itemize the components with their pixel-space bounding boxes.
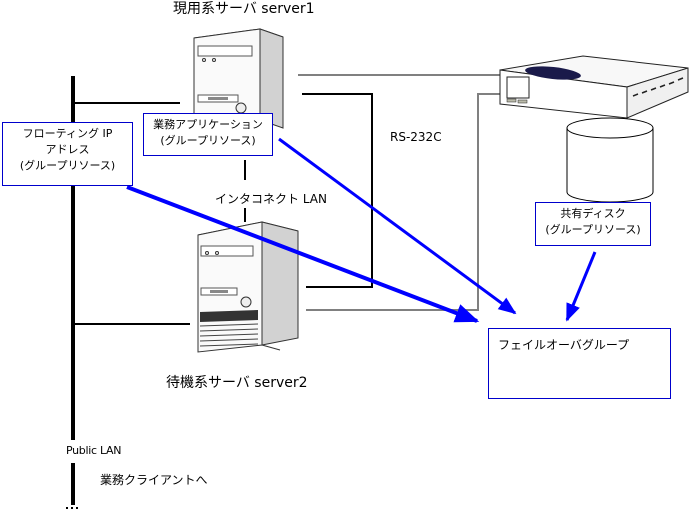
server2-label: 待機系サーバ server2: [166, 375, 308, 391]
application-line2: (グループリソース): [160, 134, 256, 147]
server2-icon: [197, 221, 299, 353]
public-lan-label: Public LAN: [66, 444, 122, 457]
floating-ip-line2: アドレス: [45, 143, 90, 156]
to-clients-label: 業務クライアントへ: [100, 473, 208, 487]
server1-label: 現用系サーバ server1: [173, 1, 315, 17]
application-line1: 業務アプリケーション: [153, 118, 263, 131]
floating-ip-line1: フローティング IP: [22, 127, 113, 140]
failover-group-label: フェイルオーバグループ: [498, 338, 630, 352]
floating-ip-resource-box[interactable]: フローティング IP アドレス (グループリソース): [2, 122, 133, 186]
storage-line-server2: [306, 93, 500, 311]
application-resource-box[interactable]: 業務アプリケーション (グループリソース): [143, 113, 273, 156]
rs232c-line: [302, 93, 373, 288]
shared-disk-line2: (グループリソース): [545, 223, 641, 236]
interconnect-lan-label: インタコネクト LAN: [215, 192, 327, 206]
failover-group-box[interactable]: フェイルオーバグループ: [488, 328, 671, 399]
server1-icon: [193, 28, 284, 131]
shared-disk-icon: [566, 117, 654, 203]
arrow-shared-disk: [565, 251, 597, 322]
arrow-application: [278, 137, 517, 315]
floating-ip-line3: (グループリソース): [19, 159, 116, 172]
arrow-floating-ip: [126, 185, 480, 323]
rs232c-label: RS-232C: [390, 130, 442, 144]
shared-disk-line1: 共有ディスク: [560, 207, 626, 220]
shared-disk-resource-box[interactable]: 共有ディスク (グループリソース): [535, 202, 651, 246]
storage-array-icon: [499, 55, 689, 119]
